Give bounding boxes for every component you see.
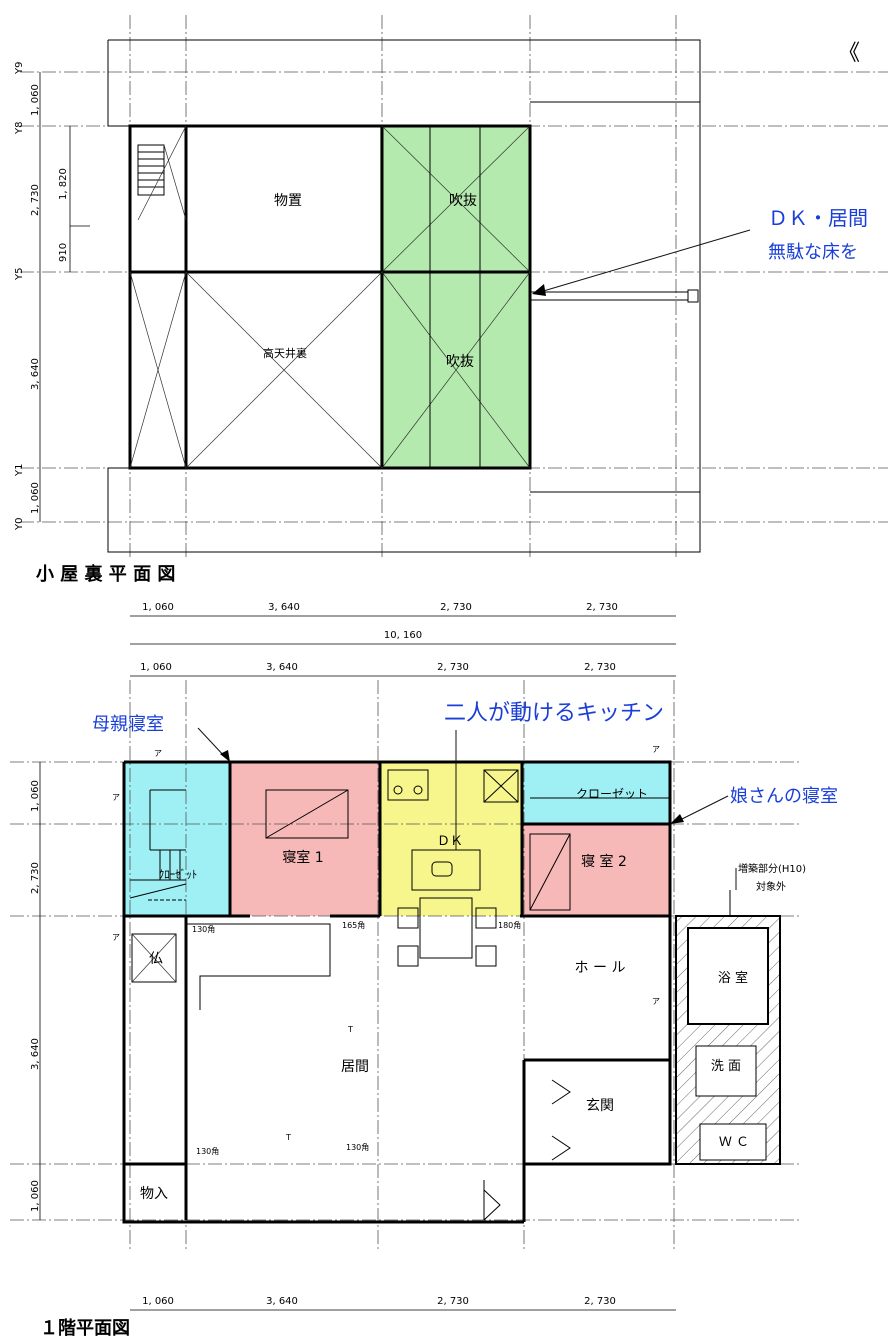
attic-dim-bottom-4: 2, 730 xyxy=(586,602,618,613)
mark-t: T xyxy=(285,1133,291,1142)
ground-dim-top-4: 2, 730 xyxy=(584,662,616,673)
attic-dim-left-3: 3, 640 xyxy=(30,358,41,390)
room-living: 居間 xyxy=(341,1059,369,1075)
corner-mark: 《 xyxy=(838,41,860,66)
attic-dim-bottom-3: 2, 730 xyxy=(440,602,472,613)
annotation-mother-room: 母親寝室 xyxy=(92,714,164,735)
mark-a: ア xyxy=(112,793,120,802)
attic-dim-left-2: 2, 730 xyxy=(30,184,41,216)
ground-dim-bottom-1: 1, 060 xyxy=(142,1296,174,1307)
mark-t: T xyxy=(347,1025,353,1034)
closet-right-area xyxy=(522,762,670,824)
bedroom2-area xyxy=(522,824,670,916)
ground-dim-left-2: 2, 730 xyxy=(30,862,41,894)
mark-a: ア xyxy=(652,997,660,1006)
axis-y1: Y1 xyxy=(14,464,25,477)
column-note-1: 130角 xyxy=(192,924,215,934)
mark-a: ア xyxy=(112,933,120,942)
closet-left-area xyxy=(124,762,230,916)
attic-storage-label: 物置 xyxy=(274,193,302,209)
room-storage: 物入 xyxy=(140,1186,168,1202)
room-wc: Ｗ Ｃ xyxy=(719,1135,749,1150)
annotation-kitchen: 二人が動けるキッチン xyxy=(444,701,664,726)
ground-dim-bottom-3: 2, 730 xyxy=(437,1296,469,1307)
axis-y8: Y8 xyxy=(14,122,25,135)
attic-dim-bottom-1: 1, 060 xyxy=(142,602,174,613)
attic-dim-total: 10, 160 xyxy=(384,630,422,641)
attic-callout-line2: 無駄な床を xyxy=(768,242,858,263)
column-note-2: 165角 xyxy=(342,920,365,930)
ground-plan: 1, 060 3, 640 2, 730 2, 730 xyxy=(10,662,838,1339)
ground-dim-left-4: 1, 060 xyxy=(30,1180,41,1212)
column-note-3: 180角 xyxy=(498,920,521,930)
attic-dim-bottom-2: 3, 640 xyxy=(268,602,300,613)
attic-fukinuke-top-label: 吹抜 xyxy=(449,193,477,209)
ground-dim-left-3: 3, 640 xyxy=(30,1038,41,1070)
attic-fukinuke-bottom-label: 吹抜 xyxy=(446,354,474,370)
room-hall: ホ ー ル xyxy=(575,960,626,976)
room-washroom: 洗 面 xyxy=(711,1059,741,1074)
column-note-5: 130角 xyxy=(346,1142,369,1152)
room-bath: 浴 室 xyxy=(718,970,748,986)
ground-dim-bottom-4: 2, 730 xyxy=(584,1296,616,1307)
attic-plan-title: 小 屋 裏 平 面 図 xyxy=(36,563,175,585)
room-entrance: 玄関 xyxy=(586,1097,614,1114)
axis-y5: Y5 xyxy=(14,268,25,281)
ground-dim-bottom-2: 3, 640 xyxy=(266,1296,298,1307)
ground-dim-left-1: 1, 060 xyxy=(30,780,41,812)
room-dk: ＤＫ xyxy=(437,834,463,849)
attic-dim-left-4: 1, 060 xyxy=(30,482,41,514)
ground-dim-top-2: 3, 640 xyxy=(266,662,298,673)
extension-label-2: 対象外 xyxy=(756,880,786,893)
mark-a: ア xyxy=(154,749,162,758)
attic-callout-line1: ＤＫ・居間 xyxy=(768,206,868,230)
ground-dim-top-3: 2, 730 xyxy=(437,662,469,673)
fukinuke-area xyxy=(380,126,530,468)
attic-dim-left-1: 1, 060 xyxy=(30,84,41,116)
attic-stair xyxy=(137,125,187,221)
bedroom1-area xyxy=(230,762,380,916)
room-bedroom1: 寝室 1 xyxy=(282,849,323,866)
attic-plan: 物置 吹抜 高天井裏 吹抜 ＤＫ・居間 無駄な床を 《 Y9 Y8 Y5 Y1 … xyxy=(14,15,888,645)
extension-label-1: 増築部分(H10) xyxy=(738,862,806,875)
attic-dim-inner-1: 1, 820 xyxy=(58,168,69,200)
axis-y9: Y9 xyxy=(14,62,25,75)
room-closet-left: ｸﾛｰｾﾞｯﾄ xyxy=(159,868,198,881)
annotation-daughter-room: 娘さんの寝室 xyxy=(730,786,838,807)
ground-dim-top-1: 1, 060 xyxy=(140,662,172,673)
column-note-4: 130角 xyxy=(196,1146,219,1156)
attic-dim-inner-2: 910 xyxy=(58,243,69,262)
mark-a: ア xyxy=(652,745,660,754)
axis-y0: Y0 xyxy=(14,518,25,531)
room-butsu: 仏 xyxy=(149,951,163,967)
room-bedroom2: 寝 室 2 xyxy=(581,853,627,870)
attic-high-ceiling-label: 高天井裏 xyxy=(263,346,307,360)
ground-plan-title: １階平面図 xyxy=(40,1318,130,1339)
room-closet-right: クローゼット xyxy=(576,787,648,801)
